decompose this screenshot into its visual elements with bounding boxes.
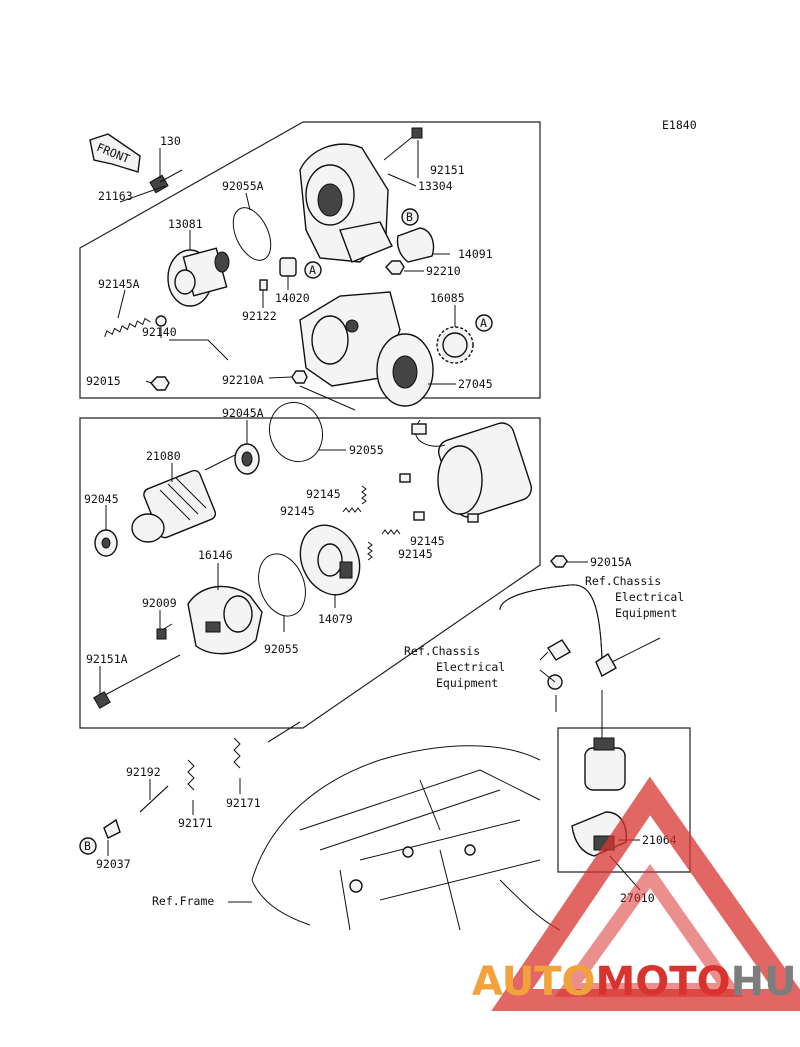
pinion-gear-13081 [167,247,230,307]
label-14079: 14079 [318,612,353,626]
label-92145-4: 92145 [398,547,433,561]
svg-text:A: A [480,316,487,330]
relay-frame [557,727,691,873]
front-arrow: FRONT [89,133,141,173]
starter-frame-upper [79,121,541,399]
label-13081: 13081 [168,217,203,231]
label-ref-elec-2: Electrical [436,660,505,674]
spring-92145-4 [367,541,373,561]
marker-b-2: B [79,837,97,855]
bolt-130 [149,169,183,194]
label-92192: 92192 [126,765,161,779]
gear-housing-13304 [299,143,393,263]
svg-text:B: B [84,839,91,853]
marker-b-1: B [401,208,419,226]
label-ref-equip-2: Equipment [436,676,498,690]
bolt-92151 [383,127,423,161]
label-92055a: 92055A [222,179,264,193]
spring-92145-2 [342,507,362,513]
o-ring-92055 [269,401,323,463]
label-ref-elec-1: Electrical [615,590,684,604]
label-92045a: 92045A [222,406,264,420]
pin-92122 [259,279,268,291]
spring-92145-3 [381,529,401,535]
marker-a-2: A [475,314,493,332]
yoke-assembly [399,419,533,523]
label-92055-2: 92055 [264,642,299,656]
svg-text:B: B [406,210,413,224]
screw-92009 [156,623,173,640]
marker-a-1: A [304,261,322,279]
label-13304: 13304 [418,179,453,193]
label-92122: 92122 [242,309,277,323]
label-92145-1: 92145 [306,487,341,501]
brush-plate-14079 [299,524,361,596]
bearing-92045a [234,443,260,475]
end-cover-16146 [187,585,263,655]
label-ref-chassis-1: Ref.Chassis [585,574,661,588]
svg-text:A: A [309,263,316,277]
spring-92145-1 [361,485,367,505]
o-ring-92055-2 [258,553,306,617]
label-16146: 16146 [198,548,233,562]
label-27045: 27045 [458,377,493,391]
svg-text:AUTOMOTOHUB: AUTOMOTOHUB [472,959,800,1005]
nut-92210 [385,260,405,275]
label-ref-equip-1: Equipment [615,606,677,620]
label-92145a: 92145A [98,277,140,291]
end-cover-27045 [299,291,434,407]
bearing-92045 [94,529,118,557]
label-92045: 92045 [84,492,119,506]
starter-frame-lower [79,417,541,729]
label-92009: 92009 [142,596,177,610]
label-21080: 21080 [146,449,181,463]
armature-21080 [131,454,236,543]
leader-lines [99,140,641,903]
label-92151: 92151 [430,163,465,177]
label-92210a: 92210A [222,373,264,387]
gear-16085 [436,326,474,364]
label-92151a: 92151A [86,652,128,666]
label-92140: 92140 [142,325,177,339]
label-ref-frame: Ref.Frame [152,894,214,908]
nut-92210a [291,370,308,384]
watermark-auto: AUTO [472,959,596,1005]
label-92055: 92055 [349,443,384,457]
label-14091: 14091 [458,247,493,261]
label-92145-2: 92145 [280,504,315,518]
label-130: 130 [160,134,181,148]
watermark-moto: MOTO [596,959,731,1005]
label-92015: 92015 [86,374,121,388]
label-92015a: 92015A [590,555,632,569]
label-21163: 21163 [98,189,133,203]
lever-rod-92192 [103,721,301,839]
label-16085: 16085 [430,291,465,305]
cap-14091 [396,227,435,263]
chassis-frame-sketch [251,745,561,931]
ball-92140 [155,315,167,327]
long-bolt-92151a [93,654,181,709]
label-92171-1: 92171 [178,816,213,830]
nut-92015 [150,376,170,391]
label-92210: 92210 [426,264,461,278]
watermark-logo: AUTOMOTOHUB [472,776,800,1011]
label-92171-2: 92171 [226,796,261,810]
collar-14020 [279,257,297,277]
label-92037: 92037 [96,857,131,871]
label-ref-chassis-2: Ref.Chassis [404,644,480,658]
label-14020: 14020 [275,291,310,305]
label-92145-3: 92145 [410,534,445,548]
diagram-code: E1840 [662,118,697,132]
spring-92145a [104,317,151,338]
o-ring-92055a [232,207,272,261]
watermark-hub: HUB [731,959,800,1005]
